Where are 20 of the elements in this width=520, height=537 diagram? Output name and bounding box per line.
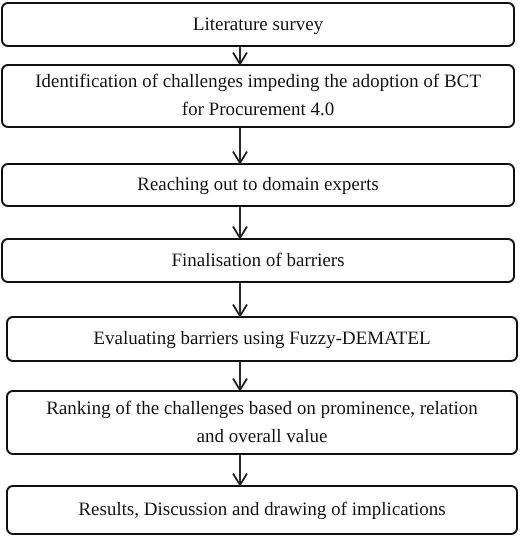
process-box (1, 2, 515, 47)
process-box (1, 163, 515, 207)
step-label: Identification of challenges impeding the adoption of BCT for Procurement 4.0 (34, 70, 482, 122)
step-label: Reaching out to domain experts (137, 173, 379, 197)
step-label: Ranking of the challenges based on prominence, relation and overall value (45, 396, 479, 448)
arrow (232, 128, 248, 164)
step-label: Literature survey (192, 12, 324, 36)
step-label: Finalisation of barriers (171, 248, 345, 272)
step-label: Results, Discussion and drawing of implications (78, 498, 446, 522)
process-box (1, 64, 515, 128)
step-label: Evaluating barriers using Fuzzy-DEMATEL (93, 327, 431, 351)
process-box (6, 390, 518, 455)
arrow (232, 455, 248, 486)
arrow (232, 362, 248, 391)
arrow (232, 283, 248, 317)
process-box (6, 316, 518, 362)
process-box (1, 238, 515, 283)
arrow (232, 207, 248, 239)
arrow (232, 47, 248, 65)
process-box (6, 485, 518, 535)
